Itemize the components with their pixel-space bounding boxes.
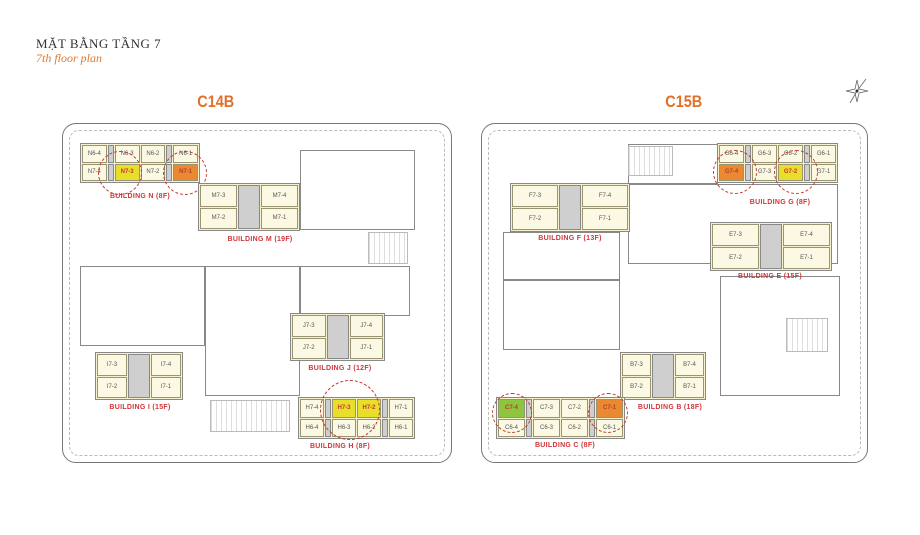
unit-e7-2[interactable]: E7-2 bbox=[712, 247, 759, 269]
building-label: BUILDING N (8F) bbox=[109, 193, 171, 200]
unit-m7-1[interactable]: M7-1 bbox=[261, 207, 298, 229]
elevator-core bbox=[652, 354, 674, 398]
elevator-core bbox=[128, 354, 150, 398]
elevator-core bbox=[326, 315, 349, 359]
page-subtitle: 7th floor plan bbox=[36, 51, 103, 65]
unit-i7-4[interactable]: I7-4 bbox=[151, 354, 181, 376]
building-label: BUILDING C (8F) bbox=[534, 442, 596, 449]
unit-e7-1[interactable]: E7-1 bbox=[783, 247, 830, 269]
stair-core bbox=[382, 418, 388, 437]
page-title: MẶT BẰNG TẦNG 7 bbox=[36, 36, 162, 51]
building-label: BUILDING M (19F) bbox=[227, 236, 293, 243]
unit-b7-2[interactable]: B7-2 bbox=[622, 376, 651, 398]
building-label: BUILDING I (15F) bbox=[109, 404, 171, 411]
site-c15b-boundary bbox=[481, 123, 868, 463]
unit-b7-3[interactable]: B7-3 bbox=[622, 354, 651, 376]
building-label: BUILDING E (15F) bbox=[738, 273, 802, 280]
unit-f7-3[interactable]: F7-3 bbox=[512, 185, 558, 207]
podium-block bbox=[205, 266, 300, 396]
elevator-core bbox=[559, 185, 581, 230]
highlight-circle bbox=[774, 150, 818, 194]
unit-g6-3[interactable]: G6-3 bbox=[752, 145, 777, 163]
site-c14b-boundary bbox=[62, 123, 452, 463]
highlight-circle bbox=[588, 393, 628, 433]
unit-b7-4[interactable]: B7-4 bbox=[675, 354, 704, 376]
unit-b7-1[interactable]: B7-1 bbox=[675, 376, 704, 398]
unit-j7-3[interactable]: J7-3 bbox=[292, 315, 326, 337]
podium-block bbox=[300, 266, 410, 316]
unit-h7-1[interactable]: H7-1 bbox=[389, 399, 413, 418]
unit-j7-2[interactable]: J7-2 bbox=[292, 337, 326, 359]
site-title-c15b: C15B bbox=[665, 92, 703, 111]
unit-e7-3[interactable]: E7-3 bbox=[712, 224, 759, 246]
unit-m7-4[interactable]: M7-4 bbox=[261, 185, 298, 207]
unit-n6-2[interactable]: N6-2 bbox=[140, 145, 166, 163]
unit-c7-2[interactable]: C7-2 bbox=[561, 399, 588, 418]
unit-n6-4[interactable]: N6-4 bbox=[82, 145, 107, 163]
unit-h6-4[interactable]: H6-4 bbox=[300, 418, 324, 437]
highlight-circle bbox=[492, 393, 532, 433]
highlight-circle bbox=[163, 151, 207, 195]
unit-g6-1[interactable]: G6-1 bbox=[811, 145, 836, 163]
unit-n7-2[interactable]: N7-2 bbox=[140, 163, 166, 181]
building-label: BUILDING G (8F) bbox=[749, 199, 811, 206]
elevator-core bbox=[760, 224, 782, 269]
podium-block bbox=[80, 266, 205, 346]
unit-c6-2[interactable]: C6-2 bbox=[561, 418, 588, 437]
unit-j7-1[interactable]: J7-1 bbox=[349, 337, 383, 359]
building-label: BUILDING H (8F) bbox=[309, 443, 371, 450]
elevator-core bbox=[238, 185, 260, 229]
unit-e7-4[interactable]: E7-4 bbox=[783, 224, 830, 246]
unit-m7-2[interactable]: M7-2 bbox=[200, 207, 237, 229]
unit-f7-2[interactable]: F7-2 bbox=[512, 208, 558, 230]
unit-f7-1[interactable]: F7-1 bbox=[582, 208, 628, 230]
highlight-circle bbox=[98, 151, 142, 195]
building-label: BUILDING B (18F) bbox=[637, 404, 703, 411]
stair-block bbox=[628, 146, 673, 176]
unit-i7-3[interactable]: I7-3 bbox=[97, 354, 127, 376]
building-label: BUILDING F (13F) bbox=[538, 235, 602, 242]
unit-i7-2[interactable]: I7-2 bbox=[97, 376, 127, 398]
unit-i7-1[interactable]: I7-1 bbox=[151, 376, 181, 398]
unit-m7-3[interactable]: M7-3 bbox=[200, 185, 237, 207]
unit-h6-1[interactable]: H6-1 bbox=[389, 418, 413, 437]
podium-block bbox=[503, 232, 620, 280]
stair-block bbox=[210, 400, 290, 432]
podium-block bbox=[300, 150, 415, 230]
highlight-circle bbox=[320, 380, 380, 440]
stair-core bbox=[382, 399, 388, 418]
podium-block bbox=[503, 280, 620, 350]
unit-j7-4[interactable]: J7-4 bbox=[349, 315, 383, 337]
unit-f7-4[interactable]: F7-4 bbox=[582, 185, 628, 207]
highlight-circle bbox=[713, 150, 757, 194]
stair-block bbox=[368, 232, 408, 264]
unit-c6-3[interactable]: C6-3 bbox=[533, 418, 560, 437]
site-title-c14b: C14B bbox=[197, 92, 235, 111]
unit-c7-3[interactable]: C7-3 bbox=[533, 399, 560, 418]
building-label: BUILDING J (12F) bbox=[308, 365, 372, 372]
compass-rose-icon bbox=[842, 76, 872, 106]
stair-block bbox=[786, 318, 828, 352]
